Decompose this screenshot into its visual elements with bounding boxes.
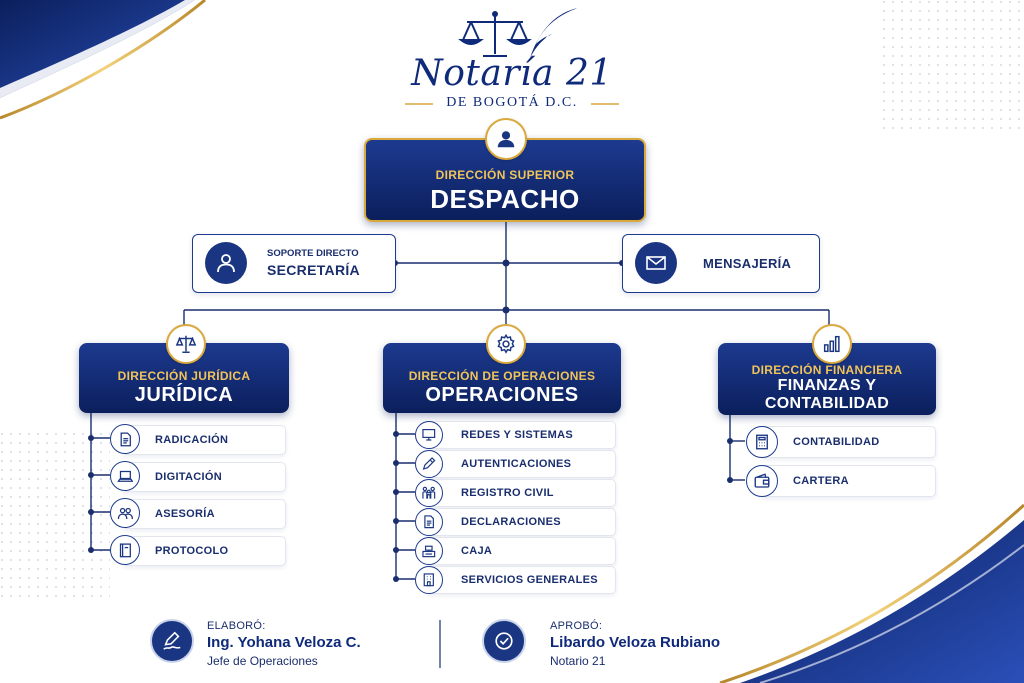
finanzas-box[interactable]: DIRECCIÓN FINANCIERA FINANZAS Y CONTABIL… — [718, 343, 936, 415]
logo-title: Notaría 21 — [411, 53, 613, 94]
family-icon — [415, 479, 443, 507]
item-label: RADICACIÓN — [155, 434, 229, 446]
item-label: REGISTRO CIVIL — [461, 487, 554, 499]
secretaria-title: SECRETARÍA — [267, 262, 360, 278]
person-icon — [205, 242, 247, 284]
aprobo-label: APROBÓ: — [550, 620, 603, 632]
people-icon — [110, 498, 140, 528]
gear-icon — [486, 324, 526, 364]
list-item-cartera[interactable]: CARTERA — [760, 465, 936, 497]
building-icon — [415, 566, 443, 594]
elaboro-role: Jefe de Operaciones — [207, 654, 318, 668]
aprobo-name: Libardo Veloza Rubiano — [550, 634, 721, 651]
finanzas-small-label: DIRECCIÓN FINANCIERA — [751, 363, 903, 377]
finanzas-title-line2: CONTABILIDAD — [764, 395, 890, 412]
corner-swoosh-bottom-right — [740, 520, 1024, 683]
elaboro-label: ELABORÓ: — [207, 620, 266, 632]
document-icon — [415, 508, 443, 536]
list-item-asesoria[interactable]: ASESORÍA — [122, 499, 286, 529]
logo-subtitle: DE BOGOTÁ D.C. — [446, 95, 578, 110]
calculator-icon — [746, 426, 778, 458]
list-item-contabilidad[interactable]: CONTABILIDAD — [760, 426, 936, 458]
pen-icon — [415, 450, 443, 478]
elaboro-name: Ing. Yohana Veloza C. — [207, 634, 361, 651]
list-item-radicacion[interactable]: RADICACIÓN — [122, 425, 286, 455]
list-item-declaraciones[interactable]: DECLARACIONES — [426, 508, 616, 536]
pen-signature-icon — [150, 619, 194, 663]
scales-icon — [458, 11, 532, 57]
item-label: PROTOCOLO — [155, 545, 229, 557]
list-item-registro-civil[interactable]: REGISTRO CIVIL — [426, 479, 616, 507]
list-item-autenticaciones[interactable]: AUTENTICACIONES — [426, 450, 616, 478]
list-item-digitacion[interactable]: DIGITACIÓN — [122, 462, 286, 492]
item-label: REDES Y SISTEMAS — [461, 429, 573, 441]
user-icon — [485, 118, 527, 160]
item-label: DECLARACIONES — [461, 516, 561, 528]
laptop-icon — [110, 461, 140, 491]
list-item-caja[interactable]: CAJA — [426, 537, 616, 565]
wallet-icon — [746, 465, 778, 497]
list-item-servicios-generales[interactable]: SERVICIOS GENERALES — [426, 566, 616, 594]
item-label: CARTERA — [793, 475, 849, 487]
gold-stroke-bottom-right — [719, 503, 1024, 683]
mensajeria-box[interactable]: MENSAJERÍA — [622, 234, 820, 293]
secretaria-box[interactable]: SOPORTE DIRECTO SECRETARÍA — [192, 234, 396, 293]
item-label: AUTENTICACIONES — [461, 458, 572, 470]
item-label: ASESORÍA — [155, 508, 215, 520]
envelope-icon — [635, 242, 677, 284]
monitor-icon — [415, 421, 443, 449]
item-label: CONTABILIDAD — [793, 436, 880, 448]
dot-pattern-left — [0, 430, 110, 600]
quill-icon — [530, 7, 579, 59]
item-label: CAJA — [461, 545, 493, 557]
despacho-title: DESPACHO — [430, 184, 580, 214]
dot-pattern-top-right — [880, 0, 1024, 130]
despacho-small-label: DIRECCIÓN SUPERIOR — [435, 168, 575, 182]
check-circle-icon — [482, 619, 526, 663]
logo-rule — [405, 103, 619, 105]
operaciones-title: OPERACIONES — [425, 384, 579, 406]
operaciones-small-label: DIRECCIÓN DE OPERACIONES — [408, 369, 596, 383]
book-icon — [110, 535, 140, 565]
item-label: SERVICIOS GENERALES — [461, 574, 598, 586]
secretaria-small-label: SOPORTE DIRECTO — [267, 248, 359, 259]
list-item-protocolo[interactable]: PROTOCOLO — [122, 536, 286, 566]
scales-icon — [166, 324, 206, 364]
aprobo-role: Notario 21 — [550, 654, 606, 668]
finanzas-title-line1: FINANZAS Y — [777, 377, 877, 394]
juridica-small-label: DIRECCIÓN JURÍDICA — [117, 369, 251, 383]
item-label: DIGITACIÓN — [155, 471, 222, 483]
juridica-title: JURÍDICA — [134, 384, 234, 406]
connector-dots — [88, 259, 733, 582]
list-item-redes[interactable]: REDES Y SISTEMAS — [426, 421, 616, 449]
mensajeria-title: MENSAJERÍA — [703, 256, 792, 271]
cash-register-icon — [415, 537, 443, 565]
gold-stroke-top-left — [0, 0, 206, 120]
document-icon — [110, 424, 140, 454]
bar-chart-icon — [812, 324, 852, 364]
